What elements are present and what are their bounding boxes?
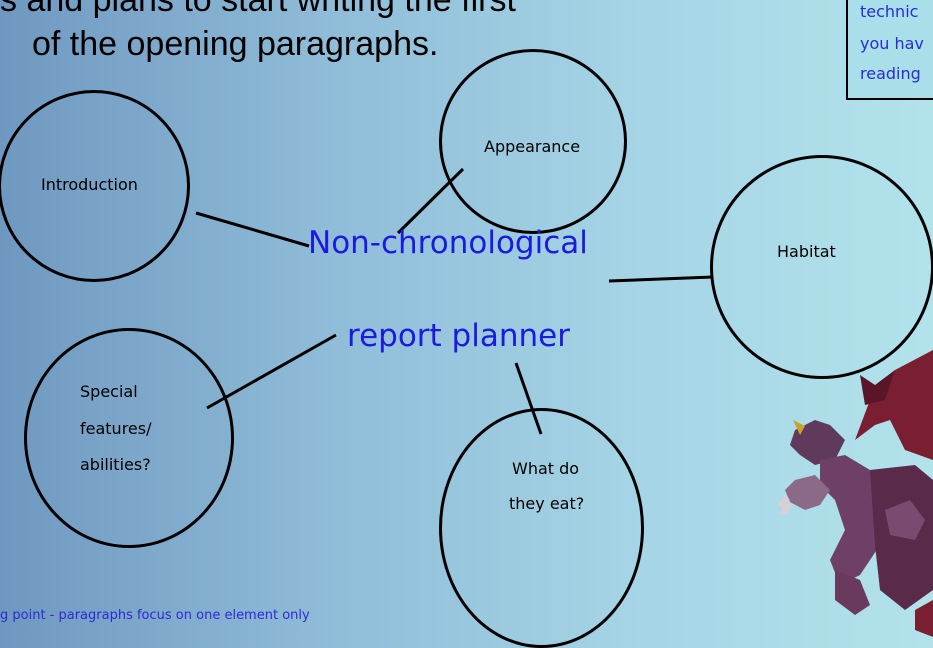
special-label-2: features/ [80,419,152,438]
connector-introduction [195,211,310,248]
instructions-line-1: s and plans to start writing the first [0,0,516,19]
connector-special-features [206,333,337,410]
note-line-3: reading [860,64,921,83]
habitat-label: Habitat [777,242,836,261]
introduction-bubble [0,90,190,282]
dragon-icon [777,350,933,637]
special-label-1: Special [80,382,138,401]
note-box: technic you hav reading [846,0,933,100]
footer-tip: g point - paragraphs focus on one elemen… [0,608,310,623]
eat-label-2: they eat? [509,494,585,513]
appearance-label: Appearance [484,137,581,156]
instructions-heading: s and plans to start writing the first o… [0,0,516,66]
special-features-bubble [24,328,234,548]
appearance-bubble [439,49,627,234]
instructions-line-2: of the opening paragraphs. [32,25,439,63]
eat-label-1: What do [512,459,580,478]
note-line-1: technic [860,2,919,21]
introduction-label: Introduction [41,175,138,194]
note-line-2: you hav [860,34,924,53]
what-they-eat-bubble [439,408,644,648]
center-title-line-2: report planner [347,318,570,354]
center-title-line-1: Non-chronological [308,225,588,261]
special-label-3: abilities? [80,455,151,474]
connector-habitat [608,275,714,283]
habitat-bubble [710,155,933,379]
